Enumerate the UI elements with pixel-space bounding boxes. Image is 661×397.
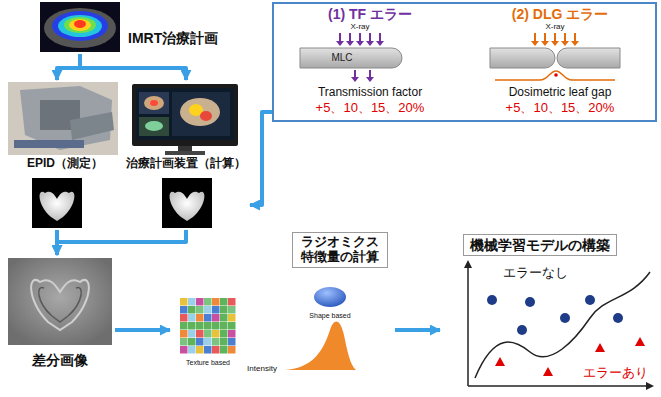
texture-cell <box>228 314 236 322</box>
texture-cell <box>188 338 196 346</box>
step-heading: ラジオミクス 特徴量の計算 <box>292 232 388 268</box>
texture-cell <box>204 346 212 354</box>
flow-arrow <box>250 112 272 205</box>
node-label: 治療計画装置（計算） <box>126 157 246 171</box>
texture-cell <box>204 330 212 338</box>
texture-cell <box>212 298 220 306</box>
texture-cell <box>180 314 188 322</box>
mlc-leaf <box>557 48 620 68</box>
mlc-leaf <box>300 48 402 68</box>
fluence-image <box>32 178 212 228</box>
ct-dose-image <box>40 2 120 52</box>
plan-node: IMRT治療計画 <box>40 2 225 54</box>
texture-cell <box>180 346 188 354</box>
node-label: 差分画像 <box>32 352 88 368</box>
texture-cell <box>220 346 228 354</box>
node-label: IMRT治療計画 <box>128 30 218 46</box>
texture-cell <box>204 338 212 346</box>
texture-cell <box>180 322 188 330</box>
intensity-histogram <box>285 322 356 370</box>
texture-cell <box>188 306 196 314</box>
texture-cell <box>196 298 204 306</box>
texture-cell <box>188 298 196 306</box>
texture-cell <box>220 314 228 322</box>
texture-cell <box>180 306 188 314</box>
diff-node: 差分画像 <box>5 255 115 375</box>
scatter-chart <box>464 260 654 390</box>
texture-cell <box>196 314 204 322</box>
error-box: (1) TF エラーTransmission factor+5、10、15、20… <box>272 2 657 122</box>
texture-cell <box>228 298 236 306</box>
dose-profile <box>495 71 615 80</box>
error-title: (1) TF エラー <box>328 6 412 22</box>
texture-cell <box>228 322 236 330</box>
texture-cell <box>196 338 204 346</box>
texture-cell <box>220 306 228 314</box>
texture-cell <box>188 330 196 338</box>
texture-cell <box>180 338 188 346</box>
beam-label: X-ray <box>350 22 369 31</box>
texture-cell <box>228 306 236 314</box>
texture-cell <box>196 322 204 330</box>
texture-cell <box>212 314 220 322</box>
node-label: EPID（測定） <box>27 157 103 171</box>
texture-cell <box>228 330 236 338</box>
beam-label: X-ray <box>545 22 564 31</box>
class-label: エラーあり <box>583 366 648 381</box>
texture-cell <box>220 330 228 338</box>
error-title: (2) DLG エラー <box>512 6 608 22</box>
mlc-leaf <box>490 48 555 68</box>
texture-cell <box>196 346 204 354</box>
class-label: エラーなし <box>503 266 568 281</box>
texture-cell <box>204 298 212 306</box>
texture-cell <box>188 346 196 354</box>
texture-cell <box>212 338 220 346</box>
texture-cell <box>196 306 204 314</box>
texture-cell <box>188 314 196 322</box>
texture-cell <box>196 330 204 338</box>
shape-blob <box>314 287 346 307</box>
feature-label: Texture based <box>186 359 230 367</box>
flow-arrow <box>80 54 186 80</box>
texture-cell <box>212 330 220 338</box>
texture-cell <box>220 298 228 306</box>
calc-node: 治療計画装置（計算） <box>122 80 250 230</box>
dose-peak-mark <box>554 73 558 77</box>
texture-cell <box>220 322 228 330</box>
texture-cell <box>180 330 188 338</box>
part-label: MLC <box>331 52 352 64</box>
texture-cell <box>212 322 220 330</box>
flow-arrow <box>115 328 170 332</box>
feature-label: Intensity <box>247 364 277 373</box>
dlg-illustration <box>531 33 579 46</box>
texture-cell <box>180 298 188 306</box>
texture-cell <box>220 338 228 346</box>
error-levels: +5、10、15、20% <box>316 101 425 116</box>
monitor-picture <box>132 84 238 155</box>
error-name: Dosimetric leaf gap <box>509 86 612 100</box>
texture-cell <box>204 322 212 330</box>
error-levels: +5、10、15、20% <box>506 101 615 116</box>
texture-cell <box>228 338 236 346</box>
error-name: Transmission factor <box>318 86 422 100</box>
feature-label: Shape based <box>309 312 350 320</box>
measure-node: EPID（測定） <box>5 80 125 230</box>
linac-photo <box>8 82 118 155</box>
step-heading: 機械学習モデルの構築 <box>463 234 617 256</box>
texture-cell <box>212 346 220 354</box>
texture-cell <box>228 346 236 354</box>
texture-cell <box>204 306 212 314</box>
texture-cell <box>188 322 196 330</box>
texture-cell <box>204 314 212 322</box>
flow-arrow <box>57 54 80 80</box>
texture-cell <box>212 306 220 314</box>
difference-image <box>8 258 112 345</box>
flow-arrow <box>395 328 440 332</box>
texture-grid <box>180 298 236 354</box>
flow-arrow <box>57 230 186 255</box>
